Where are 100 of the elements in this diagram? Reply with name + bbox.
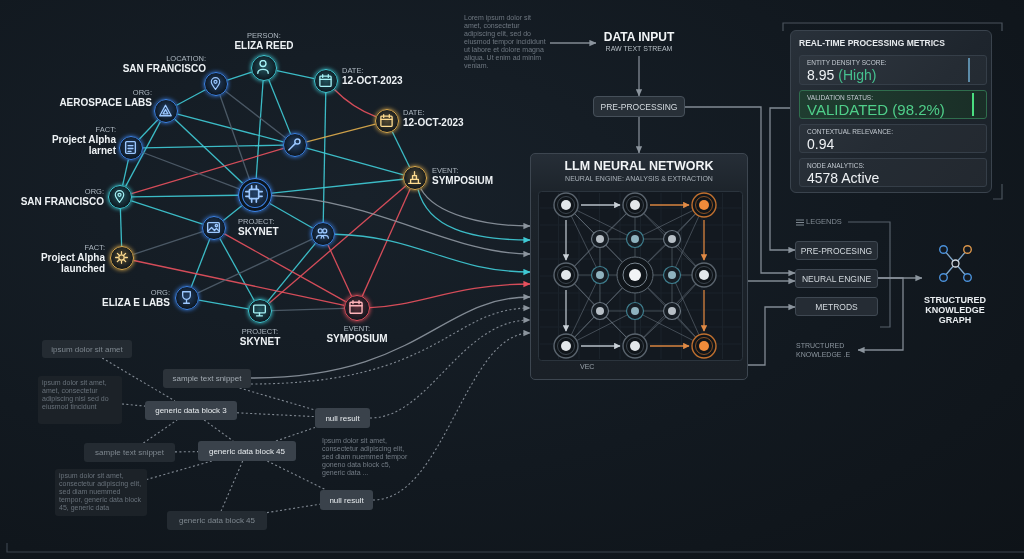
dotted-connector <box>142 419 178 444</box>
dotted-connector <box>275 426 316 442</box>
entity-node <box>110 246 134 270</box>
arrow <box>769 107 796 254</box>
connector <box>197 238 313 294</box>
entity-name-label: ELIZA E LABS <box>102 297 170 308</box>
entity-name-label: SYMPOSIUM <box>432 175 494 186</box>
connector <box>141 151 240 190</box>
arrow <box>549 39 597 47</box>
dotted-connector <box>239 387 316 411</box>
entity-node <box>251 55 277 81</box>
dotted-connector <box>146 460 213 480</box>
connector <box>226 71 253 81</box>
arrow <box>684 106 796 277</box>
dotted-connector <box>220 460 244 512</box>
arrow <box>635 55 643 97</box>
arrow <box>857 277 904 354</box>
dotted-connector <box>101 357 176 402</box>
data-chip: null result <box>315 408 370 428</box>
data-chip: sample text snippet <box>163 369 251 388</box>
category-box: NEURAL ENGINE <box>795 269 878 288</box>
connector <box>131 194 239 198</box>
entity-node <box>248 299 272 323</box>
connector <box>119 208 123 247</box>
entity-node <box>175 286 199 310</box>
connector <box>305 147 405 176</box>
arrow <box>372 331 531 501</box>
connector <box>174 118 244 184</box>
metric-value: 4578 Active <box>807 170 880 186</box>
connector <box>130 147 285 195</box>
connector <box>223 233 347 303</box>
connector <box>391 131 411 168</box>
connector <box>198 299 249 310</box>
connector <box>276 70 315 80</box>
connector <box>190 238 211 288</box>
connector <box>175 89 207 106</box>
connector <box>361 188 411 297</box>
category-box: METRODS <box>795 297 878 316</box>
entity-name-label: SKYNET <box>238 226 279 237</box>
arrow <box>747 303 796 366</box>
entity-node <box>403 166 427 190</box>
metric-card <box>799 55 987 85</box>
dotted-connector <box>266 460 327 491</box>
entity-name-label: Project Alpha larnet <box>50 134 116 156</box>
entity-node <box>238 178 272 212</box>
connector <box>333 88 377 118</box>
connector <box>268 185 407 304</box>
connector <box>138 119 159 140</box>
connector <box>271 178 404 194</box>
entity-name-label: 12-OCT-2023 <box>403 117 464 128</box>
arrow <box>420 187 531 229</box>
connector <box>255 80 264 179</box>
entity-node <box>314 69 338 93</box>
entity-name-label: ELIZA REED <box>234 40 294 51</box>
stage-title: DATA INPUT <box>602 30 676 44</box>
entity-node <box>119 136 143 160</box>
dotted-connector <box>121 403 146 407</box>
dotted-connector <box>236 412 316 418</box>
arrow <box>369 281 531 309</box>
connector <box>130 200 204 225</box>
connector <box>269 202 314 229</box>
entity-name-label: AEROSPACE LABS <box>59 97 152 108</box>
arrow <box>250 305 531 385</box>
arrow <box>334 233 531 275</box>
entity-node <box>283 133 307 157</box>
entity-name-label: SYMPOSIUM <box>326 333 388 344</box>
connector <box>219 94 250 180</box>
entity-node <box>202 216 226 240</box>
entity-name-label: SKYNET <box>239 336 281 347</box>
entity-node <box>154 99 178 123</box>
connector <box>327 244 353 297</box>
connector <box>121 159 129 186</box>
arrow <box>250 294 531 379</box>
entity-name-label: SAN FRANCISCO <box>122 63 206 74</box>
connector <box>305 123 377 143</box>
entity-node <box>344 295 370 321</box>
output-label: STRUCTURED KNOWLEDGE GRAPH <box>923 295 987 325</box>
panel-title: REAL-TIME PROCESSING METRICS <box>799 38 945 48</box>
entity-name-label: 12-OCT-2023 <box>342 75 403 86</box>
metric-card <box>799 158 987 187</box>
arrow <box>369 317 531 419</box>
connector <box>176 113 285 143</box>
connector <box>322 92 327 223</box>
panel-title: LLM NEURAL NETWORK <box>563 159 715 173</box>
metric-card <box>799 124 987 153</box>
entity-name-label: SAN FRANCISCO <box>20 196 104 207</box>
arrow <box>417 188 531 244</box>
entity-node <box>311 222 335 246</box>
arrow <box>747 277 796 285</box>
metric-value: 8.95 <box>807 67 835 83</box>
connector <box>142 144 284 149</box>
process-box: PRE-PROCESSING <box>593 96 685 117</box>
arrow <box>635 116 643 154</box>
connector <box>271 307 345 312</box>
metrics-panel <box>790 30 992 193</box>
entity-node <box>204 72 228 96</box>
connector <box>266 242 317 303</box>
metric-card <box>799 90 987 119</box>
connector <box>222 205 243 222</box>
entity-node <box>108 185 132 209</box>
